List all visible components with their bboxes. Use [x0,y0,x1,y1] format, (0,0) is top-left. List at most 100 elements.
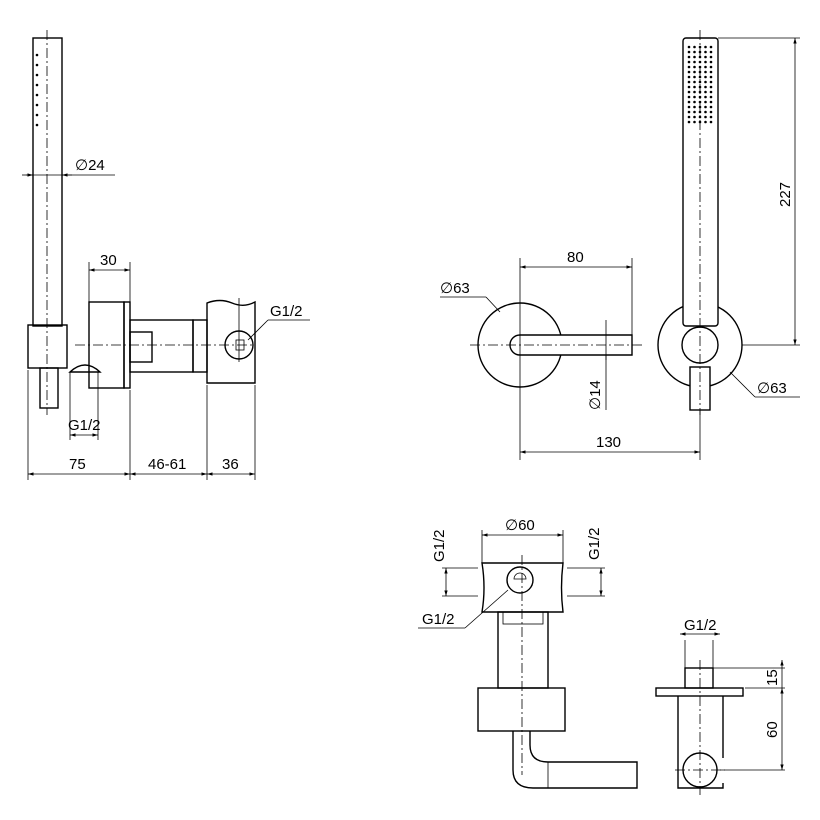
nozzle-dot [709,45,713,49]
dim-centers-distance: 130 [596,434,621,451]
nozzle-dot [709,70,713,74]
dim-bracket-width: 30 [100,252,117,269]
outlet-view: G1/2 15 60 [655,617,785,795]
nozzle-dot [687,75,691,79]
nozzle-dot [709,85,713,89]
dim-handshower-height: 227 [777,182,794,207]
nozzle-dot [687,120,691,124]
nozzle-dot [687,85,691,89]
nozzle-dot [693,80,696,84]
spray-nozzles [35,53,39,127]
label-outlet-thread: G1/2 [684,617,717,634]
nozzle-dot [693,60,696,64]
nozzle-dot [709,120,713,124]
nozzle-dot [693,50,696,54]
nozzle-dot [709,75,713,79]
label-thread-center: G1/2 [422,611,455,628]
dim-lever-length: 80 [567,249,584,266]
handshower-side [32,37,63,327]
rosette-side [477,687,566,732]
dim-nipple-length: 15 [764,669,781,686]
nozzle-dot [709,95,713,99]
nozzle-dot [687,95,691,99]
nozzle-dot [687,115,691,119]
nozzle-dot [704,115,707,119]
label-thread-body: G1/2 [270,303,303,320]
dim-handshower-diameter: ∅24 [75,157,105,174]
nozzle-dot [693,110,696,114]
nozzle-dot [693,45,696,49]
nozzle-dot [709,55,713,59]
dim-body-diameter: ∅60 [505,517,535,534]
dim-depth-body: 36 [222,456,239,473]
side-view: ∅24 30 G1/2 G1/2 75 46-61 36 [22,30,310,480]
nozzle-dot [704,110,707,114]
nozzle-dot [693,105,696,109]
dim-depth-sleeve: 46-61 [148,456,186,473]
nozzle-dot [687,80,691,84]
handshower-front [682,37,719,327]
label-thread-right: G1/2 [586,527,603,560]
label-thread-left: G1/2 [431,529,448,562]
outlet-body [677,696,724,789]
label-thread-outlet: G1/2 [68,417,101,434]
nozzle-dot [704,75,707,79]
nozzle-dot [704,50,707,54]
body-port [506,566,534,594]
front-view: 80 ∅63 ∅14 130 227 ∅63 [440,30,800,460]
nozzle-dot [704,100,707,104]
lever-handle [509,334,633,356]
nozzle-dot [698,75,702,79]
nozzle-dot [709,100,713,104]
nozzle-dot [709,115,713,119]
nozzle-dot [704,70,707,74]
nozzle-dot [704,60,707,64]
nozzle-dot [687,100,691,104]
nozzle-dot [687,60,691,64]
nozzle-dot [687,105,691,109]
lever-side [512,731,638,789]
nozzle-dot [704,80,707,84]
nozzle-dot [709,50,713,54]
nozzle-dot [687,45,691,49]
dim-rosette-right-diameter: ∅63 [757,380,787,397]
dim-rosette-left-diameter: ∅63 [440,280,470,297]
nozzle-dot [693,95,696,99]
nozzle-dot [709,110,713,114]
nozzle-dot [693,120,696,124]
nozzle-dot [704,95,707,99]
nozzle-dot [687,50,691,54]
outlet-nut [68,364,102,373]
outlet-flange [655,687,744,697]
nozzle-dot [709,90,713,94]
nozzle-dot [687,70,691,74]
nozzle-dot [693,85,696,89]
hose-connector [39,367,59,409]
dim-lever-diameter: ∅14 [587,380,604,410]
dim-outlet-depth: 60 [764,721,781,738]
nozzle-dot [709,65,713,69]
nozzle-dot [709,60,713,64]
nozzle-dot [709,80,713,84]
sleeve [129,319,194,373]
nozzle-dot [693,115,696,119]
nozzle-dot [698,80,702,84]
nozzle-dot [698,45,702,49]
nozzle-dot [687,65,691,69]
nozzle-dot [687,55,691,59]
nozzle-dot [693,65,696,69]
nozzle-dot [709,105,713,109]
nozzle-dot [704,105,707,109]
nozzle-dot [693,55,696,59]
nozzle-dot [687,110,691,114]
nozzle-dot [693,75,696,79]
outlet-nipple [684,667,714,689]
nozzle-dot [693,100,696,104]
valve-stem [497,611,549,689]
dim-depth-bracket: 75 [69,456,86,473]
nozzle-dot [704,45,707,49]
nozzle-dot [704,90,707,94]
nozzle-dot [687,90,691,94]
holder-ring [27,324,68,369]
